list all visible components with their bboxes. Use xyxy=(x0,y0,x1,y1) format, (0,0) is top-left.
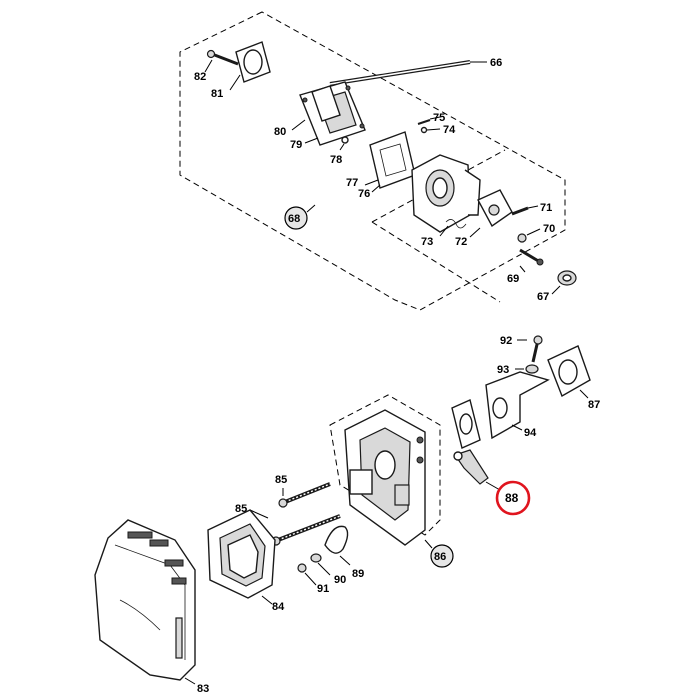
carburetor-body[interactable] xyxy=(411,154,481,233)
lever-part-88[interactable] xyxy=(453,449,501,491)
washer-part-93[interactable] xyxy=(515,364,539,374)
label-80: 80 xyxy=(274,126,286,138)
gasket-part-76[interactable] xyxy=(369,131,416,189)
intake-gasket[interactable] xyxy=(451,399,481,449)
air-filter-cover-part-83[interactable] xyxy=(94,519,196,685)
label-88: 88 xyxy=(505,491,519,505)
lower-assembly-outline xyxy=(329,394,441,536)
label-76: 76 xyxy=(358,188,370,200)
label-87: 87 xyxy=(588,399,600,411)
label-78: 78 xyxy=(330,154,342,166)
throttle-part-72[interactable] xyxy=(469,189,513,238)
bracket-part-94[interactable] xyxy=(485,371,550,440)
label-77: 77 xyxy=(346,177,358,189)
label-84: 84 xyxy=(272,601,285,613)
label-70: 70 xyxy=(543,223,555,235)
filter-base-part-86[interactable] xyxy=(344,409,433,549)
screw-part-91[interactable] xyxy=(297,563,317,586)
gasket-part-81[interactable] xyxy=(229,41,271,91)
clip-part-74[interactable] xyxy=(420,126,441,134)
needle-part-69[interactable] xyxy=(519,248,544,273)
highlight-88 xyxy=(495,480,531,516)
screw-part-82[interactable] xyxy=(204,49,239,73)
screw-part-92[interactable] xyxy=(517,335,543,363)
gasket-part-87[interactable] xyxy=(547,345,591,399)
label-71: 71 xyxy=(540,202,552,214)
seal-part-67[interactable] xyxy=(551,270,577,295)
label-68: 68 xyxy=(288,213,300,225)
plate-part-80[interactable] xyxy=(311,85,341,122)
label-73: 73 xyxy=(421,236,433,248)
callout-86 xyxy=(430,544,454,568)
label-67: 67 xyxy=(537,291,549,303)
screw-part-75[interactable] xyxy=(417,116,441,125)
label-83: 83 xyxy=(197,683,209,695)
label-66: 66 xyxy=(490,57,502,69)
screw-part-71[interactable] xyxy=(511,205,539,216)
label-86: 86 xyxy=(434,551,446,563)
label-81: 81 xyxy=(211,88,223,100)
shaft-part-66[interactable] xyxy=(329,60,487,86)
screw-part-70[interactable] xyxy=(517,228,541,243)
label-91: 91 xyxy=(317,583,329,595)
washer-part-90[interactable] xyxy=(310,553,331,576)
label-72: 72 xyxy=(455,236,467,248)
spring-part-73[interactable] xyxy=(439,219,467,237)
label-74: 74 xyxy=(443,124,456,136)
label-69: 69 xyxy=(507,273,519,285)
bolt-part-85-upper[interactable] xyxy=(278,482,331,508)
label-94: 94 xyxy=(524,427,537,439)
label-90: 90 xyxy=(334,574,346,586)
label-82: 82 xyxy=(194,71,206,83)
label-93: 93 xyxy=(497,364,509,376)
label-92: 92 xyxy=(500,335,512,347)
needle-part-78[interactable] xyxy=(339,136,349,151)
label-75: 75 xyxy=(433,112,445,124)
upper-assembly-outline xyxy=(179,11,566,311)
label-85-upper: 85 xyxy=(275,474,287,486)
callout-68 xyxy=(284,204,316,230)
label-79: 79 xyxy=(290,139,302,151)
label-89: 89 xyxy=(352,568,364,580)
air-filter-part-84[interactable] xyxy=(207,509,276,605)
clip-part-89[interactable] xyxy=(324,525,351,566)
